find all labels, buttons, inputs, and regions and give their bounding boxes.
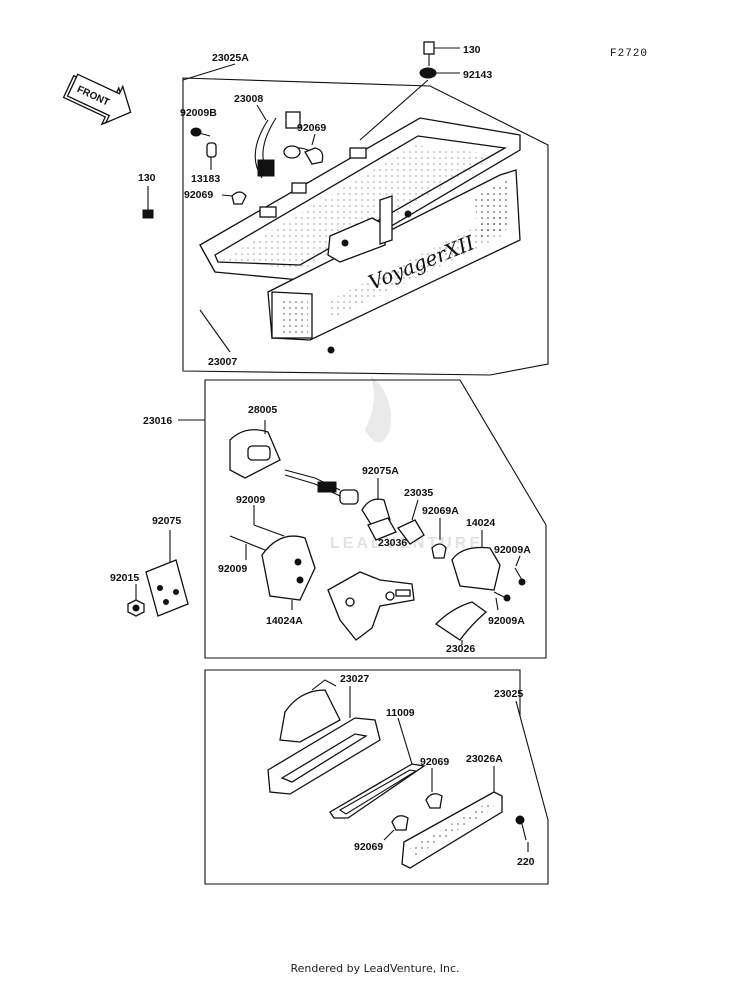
bulb-92069-b [231, 191, 247, 205]
lens-14024 [451, 530, 501, 591]
label-23027: 23027 [340, 673, 369, 685]
label-23007: 23007 [208, 356, 237, 368]
label-92069-c: 92069 [420, 756, 449, 768]
label-130-left: 130 [138, 172, 156, 184]
label-92009A-b: 92009A [488, 615, 525, 627]
label-92075: 92075 [152, 515, 181, 527]
label-92069-a: 92069 [297, 122, 326, 134]
label-23008: 23008 [234, 93, 263, 105]
lens-23026A [401, 766, 503, 869]
housing-23027 [267, 679, 381, 795]
label-130-top: 130 [463, 44, 481, 56]
label-92009-b: 92009 [218, 563, 247, 575]
group-23025-outline [204, 669, 549, 885]
group-23025A-outline [182, 77, 549, 376]
label-92009B: 92009B [180, 107, 217, 119]
wire-connector [284, 469, 359, 505]
screw-92009-b [229, 535, 271, 560]
screw-92009-a [253, 505, 285, 537]
label-23036: 23036 [378, 537, 407, 549]
label-28005: 28005 [248, 404, 277, 416]
screw-92009A-b [493, 591, 511, 611]
bulb-92069-c [425, 768, 443, 809]
taillight-housing [199, 117, 521, 281]
footer-credit: Rendered by LeadVenture, Inc. [290, 962, 460, 975]
bolt-130-left [142, 186, 154, 219]
group-23016-outline [204, 379, 547, 659]
housing-14024A [261, 535, 316, 610]
figure-code: F2720 [610, 48, 648, 60]
label-92143: 92143 [463, 69, 492, 81]
label-92069-d: 92069 [354, 841, 383, 853]
front-arrow-icon: FRONT [62, 73, 132, 126]
label-23026A: 23026A [466, 753, 503, 765]
screw-220 [515, 815, 529, 852]
label-92069-b: 92069 [184, 189, 213, 201]
label-14024A: 14024A [266, 615, 303, 627]
label-220: 220 [517, 856, 535, 868]
label-13183: 13183 [191, 173, 220, 185]
bolt-130-top [423, 41, 460, 66]
cover-bracket [327, 195, 412, 354]
bulb-92069-a [304, 133, 324, 165]
nut-92015 [127, 584, 145, 617]
rear-cover-panel: VoyagerXII [267, 169, 521, 341]
label-23035: 23035 [404, 487, 433, 499]
label-11009: 11009 [386, 707, 415, 719]
group-23016: 23016 28005 92075A 23035 [143, 379, 547, 659]
washer-92143 [359, 67, 460, 141]
label-92015: 92015 [110, 572, 139, 584]
clip-13183 [206, 142, 217, 170]
group-23025: 23025 23027 11009 92069 92069 [204, 669, 549, 885]
harness-23008 [254, 111, 316, 179]
label-23016: 23016 [143, 415, 172, 427]
label-92009-a: 92009 [236, 494, 265, 506]
gasket-11009 [329, 717, 426, 819]
label-14024: 14024 [466, 517, 495, 529]
plate-92075 [145, 530, 189, 617]
label-23025A: 23025A [212, 52, 249, 64]
socket-28005 [229, 420, 281, 479]
cover-23026 [434, 601, 488, 645]
license-bracket [327, 571, 415, 641]
bulb-92069-d [383, 815, 409, 841]
screw-92009A-a [514, 555, 526, 586]
label-92075A: 92075A [362, 465, 399, 477]
label-92069A: 92069A [422, 505, 459, 517]
group-23025A: 23025A 130 92143 [138, 41, 549, 376]
label-23026: 23026 [446, 643, 475, 655]
label-23025: 23025 [494, 688, 523, 700]
part-23036 [367, 517, 397, 541]
bulb-92069A [431, 518, 447, 559]
holder-23035 [397, 499, 425, 545]
label-92009A-a: 92009A [494, 544, 531, 556]
screw-92009B [190, 127, 211, 137]
